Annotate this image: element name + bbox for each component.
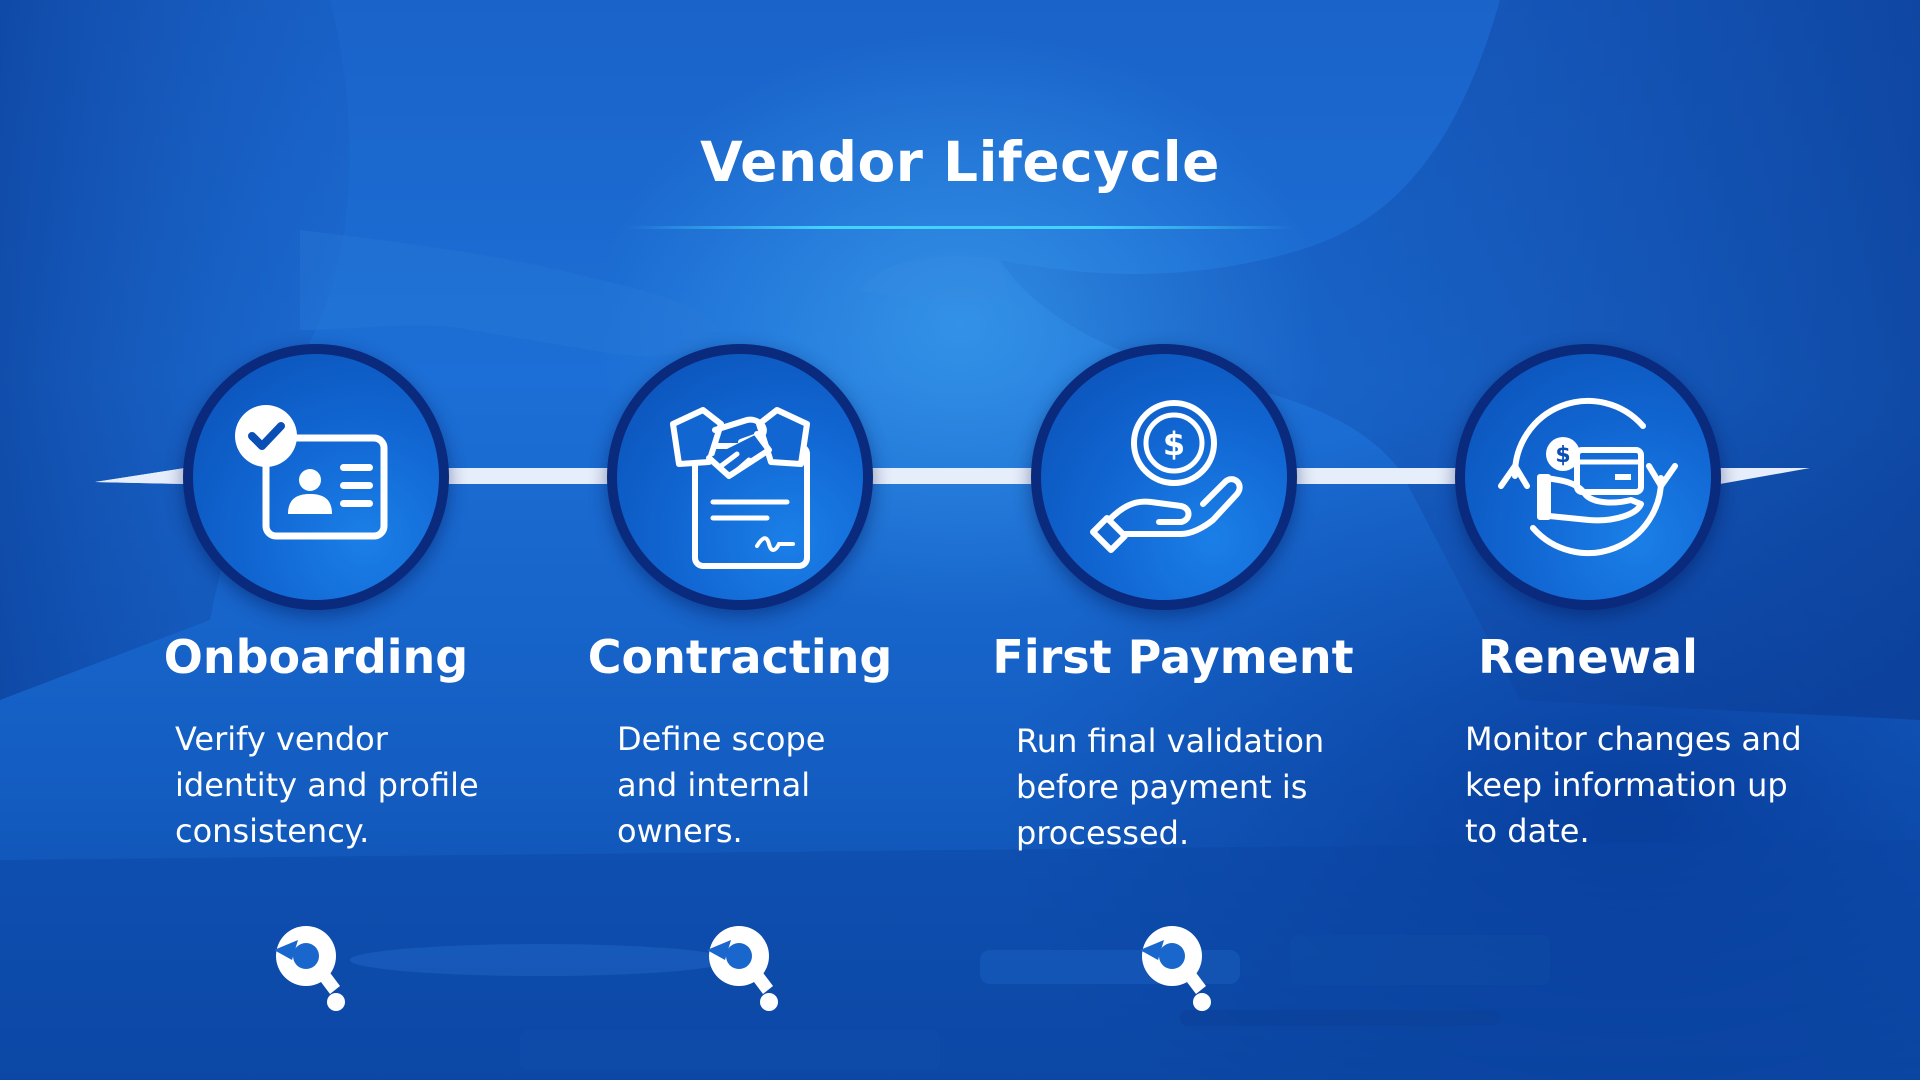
handshake-contract-icon (670, 407, 810, 569)
step-first-payment-description: Run final validation before payment is p… (1016, 722, 1325, 852)
step-first-payment-badge: $ (1031, 344, 1297, 610)
brand-q-logo-icon (274, 926, 345, 1011)
title-underline (625, 226, 1295, 229)
svg-text:$: $ (1163, 425, 1185, 463)
step-contracting-title: Contracting (587, 630, 893, 684)
svg-text:$: $ (1555, 443, 1570, 468)
hand-coin-icon: $ (1090, 400, 1243, 553)
step-onboarding-description: Verify vendor identity and profile consi… (175, 720, 479, 850)
step-contracting-description: Define scope and internal owners. (617, 720, 826, 850)
step-contracting-badge (607, 344, 873, 610)
payment-cycle-icon: $ (1498, 397, 1678, 557)
step-renewal-description: Monitor changes and keep information up … (1465, 720, 1802, 850)
step-renewal-badge: $ (1455, 344, 1721, 610)
id-card-check-icon (235, 405, 388, 540)
page-title: Vendor Lifecycle (700, 130, 1220, 194)
step-onboarding-badge (183, 344, 449, 610)
step-onboarding-title: Onboarding (163, 630, 469, 684)
brand-q-logo-icon (707, 926, 778, 1011)
step-first-payment-title: First Payment (992, 630, 1354, 684)
step-renewal-title: Renewal (1478, 630, 1698, 684)
brand-q-logo-icon (1140, 926, 1211, 1011)
